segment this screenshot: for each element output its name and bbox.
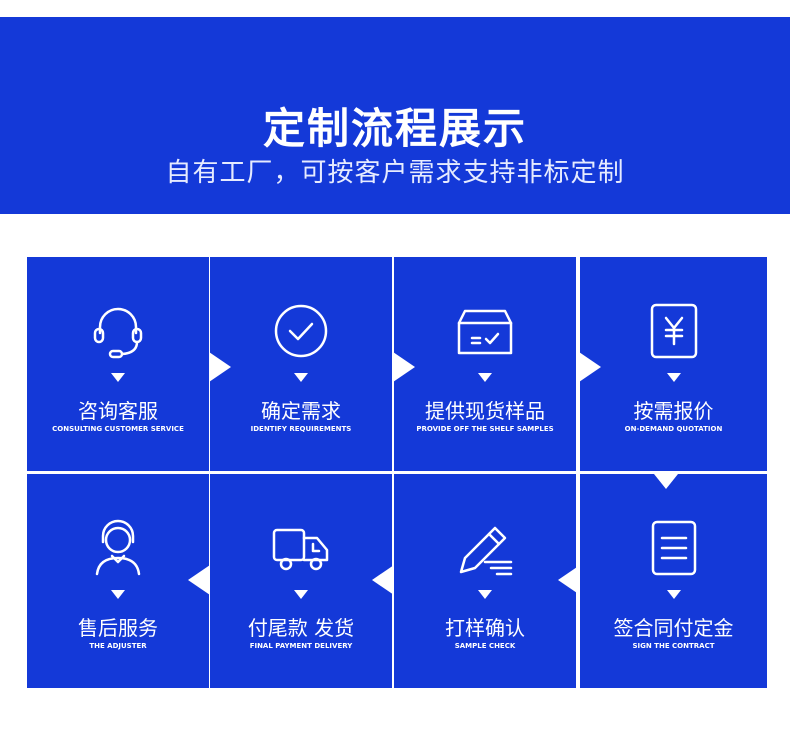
- flow-arrow-right: [393, 352, 415, 382]
- step-label-en: IDENTIFY REQUIREMENTS: [250, 425, 352, 433]
- flow-arrow-down: [654, 474, 678, 489]
- check-circle-icon: [210, 301, 392, 361]
- step-label-en: ON-DEMAND QUOTATION: [624, 425, 723, 433]
- down-indicator: [111, 590, 125, 599]
- step-after-sales: 售后服务 THE ADJUSTER: [27, 474, 209, 688]
- down-indicator: [294, 373, 308, 382]
- pen-icon: [394, 518, 576, 578]
- step-label-en: PROVIDE OFF THE SHELF SAMPLES: [416, 425, 554, 433]
- process-grid: 咨询客服 CONSULTING CUSTOMER SERVICE 确定需求 ID…: [27, 257, 767, 688]
- down-indicator: [294, 590, 308, 599]
- down-indicator: [666, 590, 681, 599]
- step-label: 咨询客服: [78, 399, 158, 423]
- yen-document-icon: [580, 301, 767, 361]
- down-indicator: [666, 373, 681, 382]
- step-label-en: SAMPLE CHECK: [454, 642, 516, 650]
- down-indicator: [478, 373, 492, 382]
- flow-arrow-left: [188, 565, 210, 595]
- step-contract: 签合同付定金 SIGN THE CONTRACT: [580, 474, 767, 688]
- step-sample-check: 打样确认 SAMPLE CHECK: [394, 474, 576, 688]
- contract-document-icon: [580, 518, 767, 578]
- page-subtitle: 自有工厂，可按客户需求支持非标定制: [165, 158, 625, 188]
- step-samples: 提供现货样品 PROVIDE OFF THE SHELF SAMPLES: [394, 257, 576, 471]
- box-icon: [394, 301, 576, 361]
- step-requirements: 确定需求 IDENTIFY REQUIREMENTS: [210, 257, 392, 471]
- step-delivery: 付尾款 发货 FINAL PAYMENT DELIVERY: [210, 474, 392, 688]
- step-label: 确定需求: [261, 399, 341, 423]
- step-label: 按需报价: [633, 399, 714, 423]
- step-label: 提供现货样品: [425, 399, 545, 423]
- step-label-en: FINAL PAYMENT DELIVERY: [249, 642, 353, 650]
- flow-arrow-left: [558, 565, 580, 595]
- page-title: 定制流程展示: [262, 104, 527, 153]
- flow-arrow-right: [209, 352, 231, 382]
- step-consulting: 咨询客服 CONSULTING CUSTOMER SERVICE: [27, 257, 209, 471]
- step-quotation: 按需报价 ON-DEMAND QUOTATION: [580, 257, 767, 471]
- person-headset-icon: [27, 518, 209, 578]
- step-label: 打样确认: [445, 616, 525, 640]
- flow-arrow-left: [372, 565, 394, 595]
- delivery-truck-icon: [210, 518, 392, 578]
- step-label-en: CONSULTING CUSTOMER SERVICE: [52, 425, 184, 433]
- header-banner: 定制流程展示 自有工厂，可按客户需求支持非标定制: [0, 17, 790, 214]
- step-label-en: THE ADJUSTER: [89, 642, 147, 650]
- down-indicator: [478, 590, 492, 599]
- headset-icon: [27, 301, 209, 361]
- step-label: 付尾款 发货: [247, 616, 355, 640]
- flow-arrow-right: [579, 352, 601, 382]
- step-label: 售后服务: [78, 616, 158, 640]
- step-label: 签合同付定金: [613, 616, 734, 640]
- step-label-en: SIGN THE CONTRACT: [632, 642, 715, 650]
- down-indicator: [111, 373, 125, 382]
